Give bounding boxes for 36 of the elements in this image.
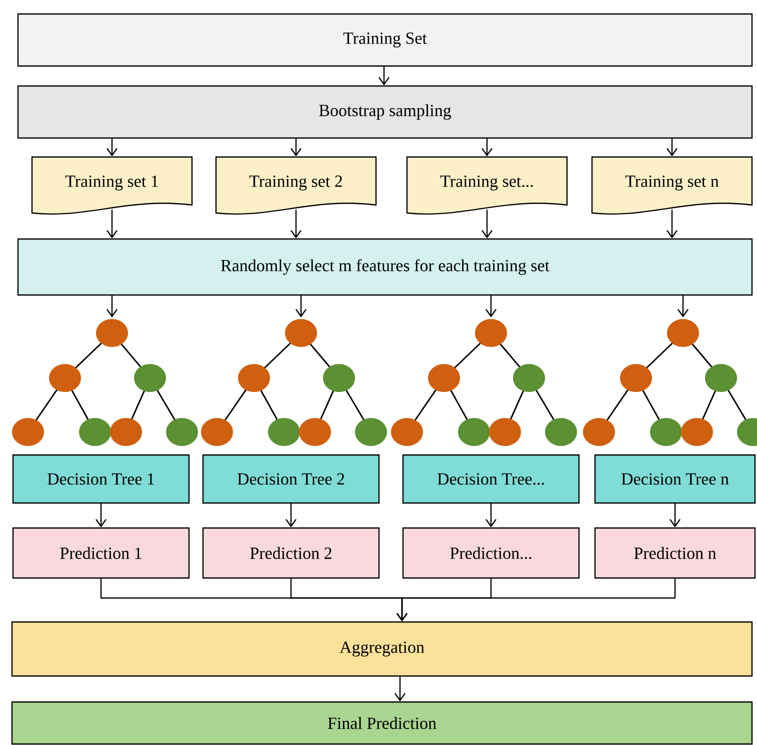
model-box: Decision Tree... — [402, 454, 580, 504]
output-box: Prediction n — [594, 527, 756, 579]
arrow — [290, 138, 302, 156]
arrow — [296, 296, 306, 318]
tree-drawing — [12, 319, 198, 446]
output-box: Prediction 2 — [202, 527, 380, 579]
arrow — [106, 138, 118, 156]
output-box: Prediction... — [402, 527, 580, 579]
arrow — [486, 504, 496, 528]
model-box: Decision Tree 1 — [12, 454, 190, 504]
arrow — [482, 138, 492, 156]
tree-drawing — [583, 319, 757, 446]
arrow — [106, 210, 118, 238]
model-box: Decision Tree 2 — [202, 454, 380, 504]
arrow — [666, 138, 678, 156]
arrow — [96, 504, 106, 528]
arrow — [486, 296, 496, 318]
arrow — [290, 210, 302, 238]
process-box: Final Prediction — [11, 701, 753, 745]
process-box: Bootstrap sampling — [17, 85, 753, 139]
arrow — [106, 296, 118, 318]
arrow — [378, 66, 390, 86]
process-box: Aggregation — [11, 621, 753, 677]
tree-drawing — [201, 319, 387, 446]
arrow — [482, 210, 492, 238]
process-box: Randomly select m features for each training set — [17, 238, 753, 296]
arrow — [666, 210, 678, 238]
arrow — [394, 676, 406, 702]
arrow — [396, 578, 676, 622]
process-box: Training Set — [17, 13, 753, 67]
arrow — [678, 296, 688, 318]
arrow — [670, 504, 680, 528]
tree-drawing — [391, 319, 577, 446]
arrow — [286, 504, 296, 528]
output-box: Prediction 1 — [12, 527, 190, 579]
model-box: Decision Tree n — [594, 454, 756, 504]
